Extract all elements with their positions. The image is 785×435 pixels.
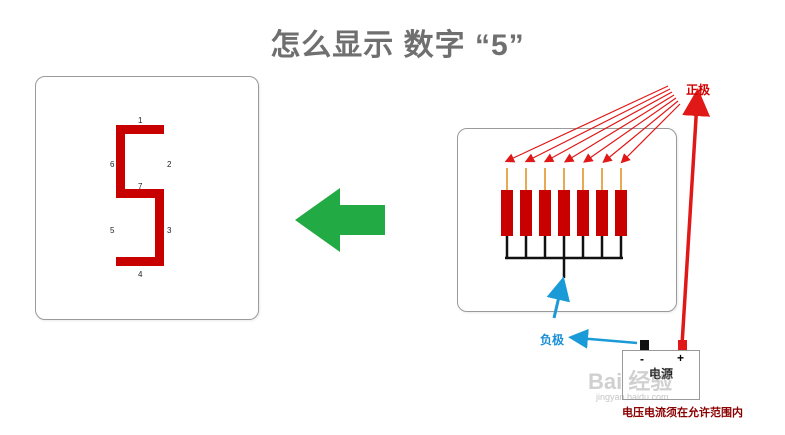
segment-7	[116, 189, 164, 198]
negative-label: 负极	[540, 333, 565, 347]
battery-minus-terminal	[640, 340, 649, 350]
segment-label-3: 3	[167, 226, 172, 235]
battery-label: 电源	[648, 367, 673, 381]
segment-label-2: 2	[167, 160, 172, 169]
segment-3	[155, 189, 164, 266]
battery: - + 电源	[622, 350, 700, 400]
segment-label-7: 7	[138, 182, 143, 191]
positive-label: 正极	[686, 83, 711, 97]
segment-4	[116, 257, 164, 266]
battery-plus-label: +	[677, 351, 685, 365]
watermark-logo: Bai 经验	[588, 369, 673, 394]
segment-label-1: 1	[138, 116, 143, 125]
negative-left-arrow	[568, 328, 638, 349]
segment-6	[116, 125, 125, 198]
anode-leads	[506, 168, 622, 190]
led-segments	[501, 190, 627, 236]
seven-segment-digit-5	[116, 125, 164, 266]
positive-main-line	[680, 88, 711, 346]
left-arrow-icon	[295, 188, 385, 252]
segment-label-6: 6	[110, 160, 115, 169]
segment-label-4: 4	[138, 270, 143, 279]
segment-1	[116, 125, 164, 134]
page-title: 怎么显示 数字 “5”	[270, 29, 525, 62]
watermark-url: jingyan.baidu.com	[596, 392, 669, 402]
segment-label-5: 5	[110, 226, 115, 235]
footnote: 电压电流须在允许范围内	[622, 407, 743, 419]
battery-plus-terminal	[678, 340, 687, 350]
digit-display-panel: 1 2 3 4 5 6 7	[35, 76, 259, 320]
battery-minus-label: -	[640, 352, 644, 366]
positive-arrows	[504, 85, 681, 164]
cathode-wires	[505, 236, 623, 278]
negative-up-arrow	[546, 276, 570, 319]
